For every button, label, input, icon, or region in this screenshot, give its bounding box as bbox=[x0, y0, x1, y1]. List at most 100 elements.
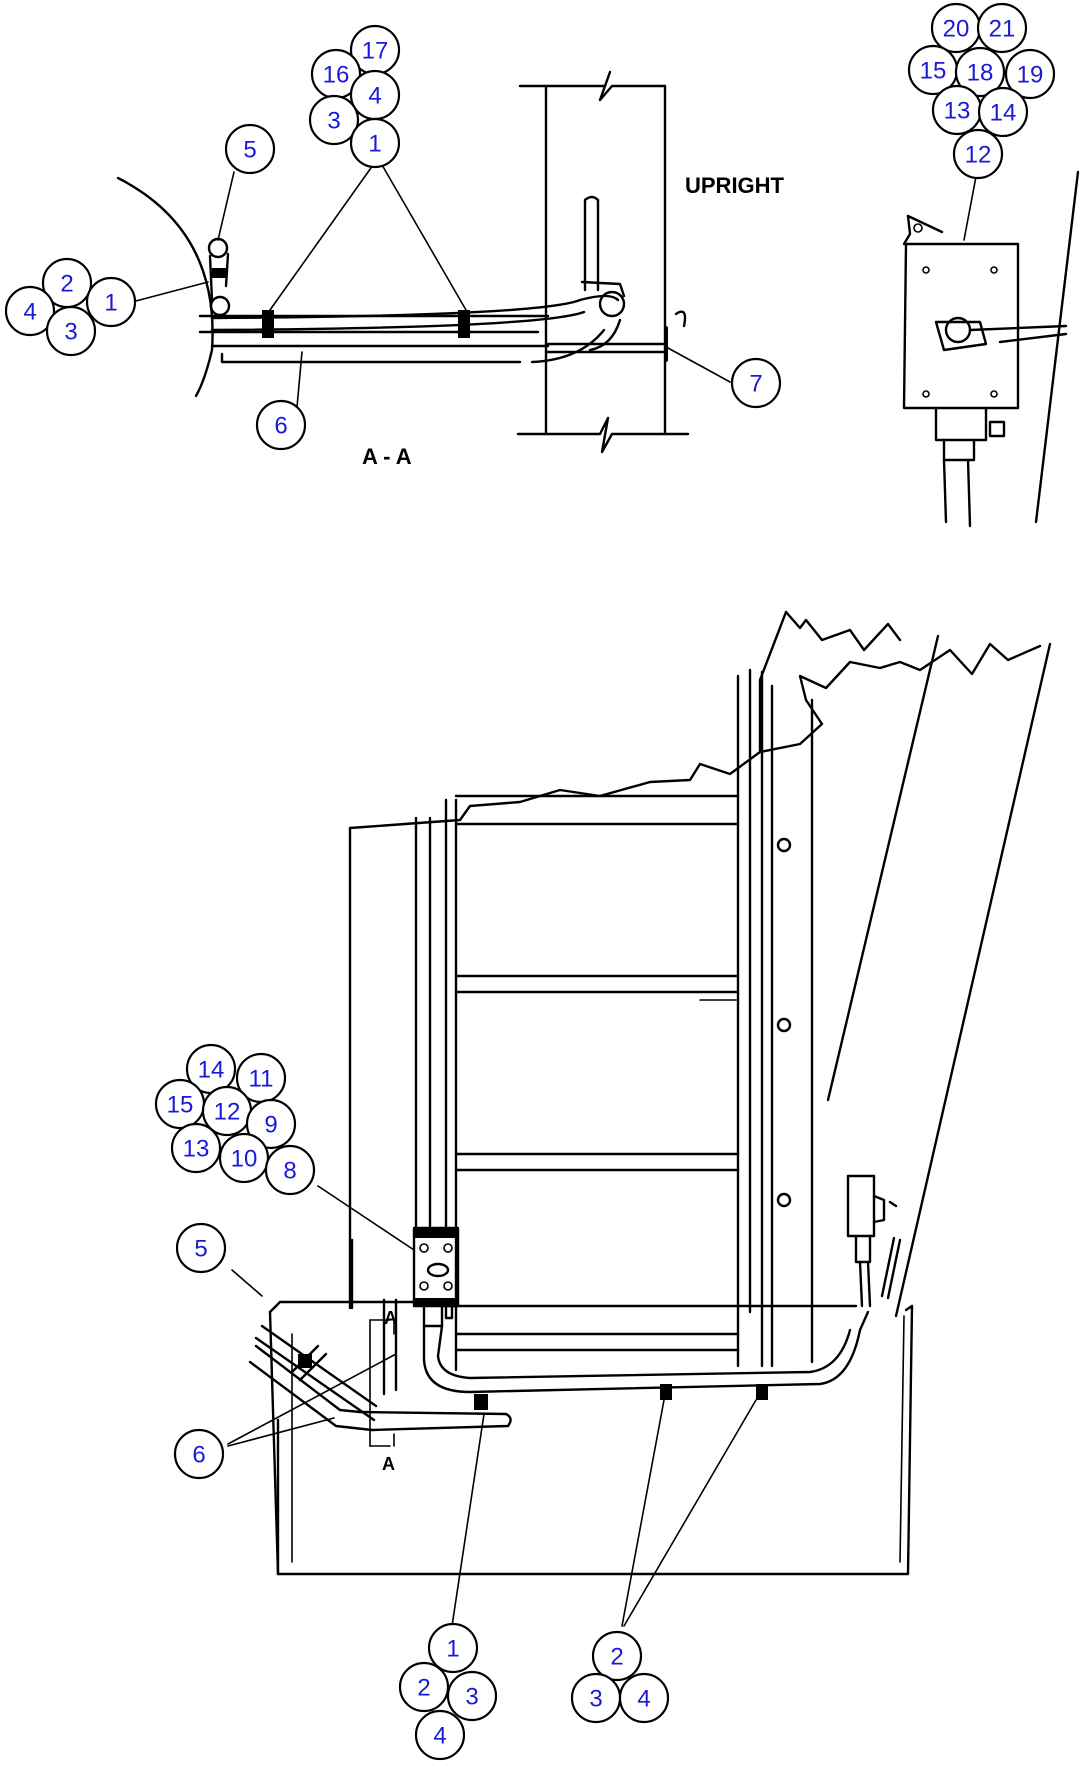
callout-bubble: 13 bbox=[931, 84, 983, 136]
callout-bubble: 1 bbox=[349, 117, 401, 169]
callout-circle bbox=[175, 1222, 227, 1274]
callout-number: 1 bbox=[368, 131, 381, 158]
callout-number: 10 bbox=[231, 1146, 258, 1173]
callout-number: 19 bbox=[1017, 62, 1044, 89]
callout-bubble: 12 bbox=[952, 128, 1004, 180]
callout-bubble: 15 bbox=[154, 1078, 206, 1130]
callout-number: 1 bbox=[446, 1636, 459, 1663]
callout-bubble: 12 bbox=[201, 1085, 253, 1137]
callout-bubble: 6 bbox=[173, 1428, 225, 1480]
callout-circle bbox=[224, 123, 276, 175]
callout-bubble: 7 bbox=[730, 357, 782, 409]
callout-circle bbox=[977, 86, 1029, 138]
callout-bubble: 4 bbox=[349, 69, 401, 121]
callout-number: 3 bbox=[465, 1684, 478, 1711]
callout-circle bbox=[427, 1622, 479, 1674]
callout-bubble: 5 bbox=[175, 1222, 227, 1274]
callout-circle bbox=[952, 128, 1004, 180]
callout-circle bbox=[618, 1672, 670, 1724]
callout-bubble: 2 bbox=[41, 257, 93, 309]
callout-number: 12 bbox=[214, 1099, 241, 1126]
callout-number: 17 bbox=[362, 38, 389, 65]
callout-bubble: 17 bbox=[349, 24, 401, 76]
callout-bubble: 2 bbox=[591, 1630, 643, 1682]
callout-circle bbox=[85, 276, 137, 328]
callout-circle bbox=[398, 1661, 450, 1713]
callout-circle bbox=[255, 399, 307, 451]
callout-bubble: 2 bbox=[398, 1661, 450, 1713]
callout-number: 3 bbox=[64, 319, 77, 346]
callout-bubble: 13 bbox=[170, 1122, 222, 1174]
callout-bubble: 3 bbox=[446, 1670, 498, 1722]
callout-bubble: 4 bbox=[4, 285, 56, 337]
callout-circle bbox=[591, 1630, 643, 1682]
callout-circle bbox=[414, 1709, 466, 1761]
callout-bubble: 14 bbox=[977, 86, 1029, 138]
callout-bubble: 8 bbox=[264, 1144, 316, 1196]
callout-number: 11 bbox=[249, 1066, 274, 1093]
callout-number: 8 bbox=[283, 1158, 296, 1185]
callout-circle bbox=[45, 305, 97, 357]
callout-bubble: 20 bbox=[930, 2, 982, 54]
callout-circle bbox=[446, 1670, 498, 1722]
callout-bubble: 9 bbox=[245, 1098, 297, 1150]
callout-number: 2 bbox=[60, 271, 73, 298]
callout-number: 4 bbox=[637, 1686, 650, 1713]
callout-number: 3 bbox=[327, 108, 340, 135]
callout-circle bbox=[4, 285, 56, 337]
section-marker-bottom: A bbox=[382, 1454, 395, 1474]
callout-number: 20 bbox=[943, 16, 970, 43]
callout-number: 14 bbox=[198, 1057, 225, 1084]
callout-bubble: 4 bbox=[618, 1672, 670, 1724]
callout-circle bbox=[976, 2, 1028, 54]
callout-bubble: 10 bbox=[218, 1132, 270, 1184]
callout-number: 21 bbox=[989, 16, 1016, 43]
callout-bubble: 21 bbox=[976, 2, 1028, 54]
callout-bubble: 3 bbox=[45, 305, 97, 357]
callout-bubble: 4 bbox=[414, 1709, 466, 1761]
section-view-label: A - A bbox=[362, 444, 412, 469]
callout-bubble: 1 bbox=[427, 1622, 479, 1674]
callout-number: 9 bbox=[264, 1112, 277, 1139]
callout-number: 4 bbox=[433, 1723, 446, 1750]
callout-circle bbox=[349, 117, 401, 169]
callout-bubble: 11 bbox=[235, 1052, 287, 1104]
callout-number: 15 bbox=[167, 1092, 194, 1119]
callout-circle bbox=[173, 1428, 225, 1480]
callout-bubble: 1 bbox=[85, 276, 137, 328]
callout-number: 2 bbox=[417, 1675, 430, 1702]
callout-circle bbox=[954, 46, 1006, 98]
callout-bubble: 15 bbox=[907, 44, 959, 96]
callout-number: 5 bbox=[243, 137, 256, 164]
callout-bubble: 16 bbox=[310, 48, 362, 100]
callout-number: 12 bbox=[965, 142, 992, 169]
callout-bubble: 3 bbox=[308, 94, 360, 146]
switch-detail-view bbox=[902, 165, 1080, 528]
callout-bubble: 6 bbox=[255, 399, 307, 451]
section-a-a-view bbox=[116, 70, 731, 454]
callout-bubble: 19 bbox=[1004, 48, 1056, 100]
callout-circle bbox=[170, 1122, 222, 1174]
callout-number: 2 bbox=[610, 1644, 623, 1671]
callout-number: 3 bbox=[589, 1686, 602, 1713]
callout-number: 7 bbox=[749, 371, 762, 398]
callout-circle bbox=[264, 1144, 316, 1196]
callout-circle bbox=[308, 94, 360, 146]
callout-number: 16 bbox=[323, 62, 350, 89]
section-marker-top: A bbox=[384, 1308, 397, 1328]
callout-circle bbox=[245, 1098, 297, 1150]
callout-bubble: 3 bbox=[570, 1672, 622, 1724]
callout-circle bbox=[1004, 48, 1056, 100]
callout-number: 15 bbox=[920, 58, 947, 85]
main-assembly-view bbox=[227, 610, 1052, 1627]
callout-number: 13 bbox=[183, 1136, 210, 1163]
callout-number: 6 bbox=[274, 413, 287, 440]
callout-number: 6 bbox=[192, 1442, 205, 1469]
callout-number: 18 bbox=[967, 60, 994, 87]
callout-number: 14 bbox=[990, 100, 1017, 127]
callout-bubble: 5 bbox=[224, 123, 276, 175]
callout-number: 1 bbox=[104, 290, 117, 317]
upright-label: UPRIGHT bbox=[685, 173, 785, 198]
